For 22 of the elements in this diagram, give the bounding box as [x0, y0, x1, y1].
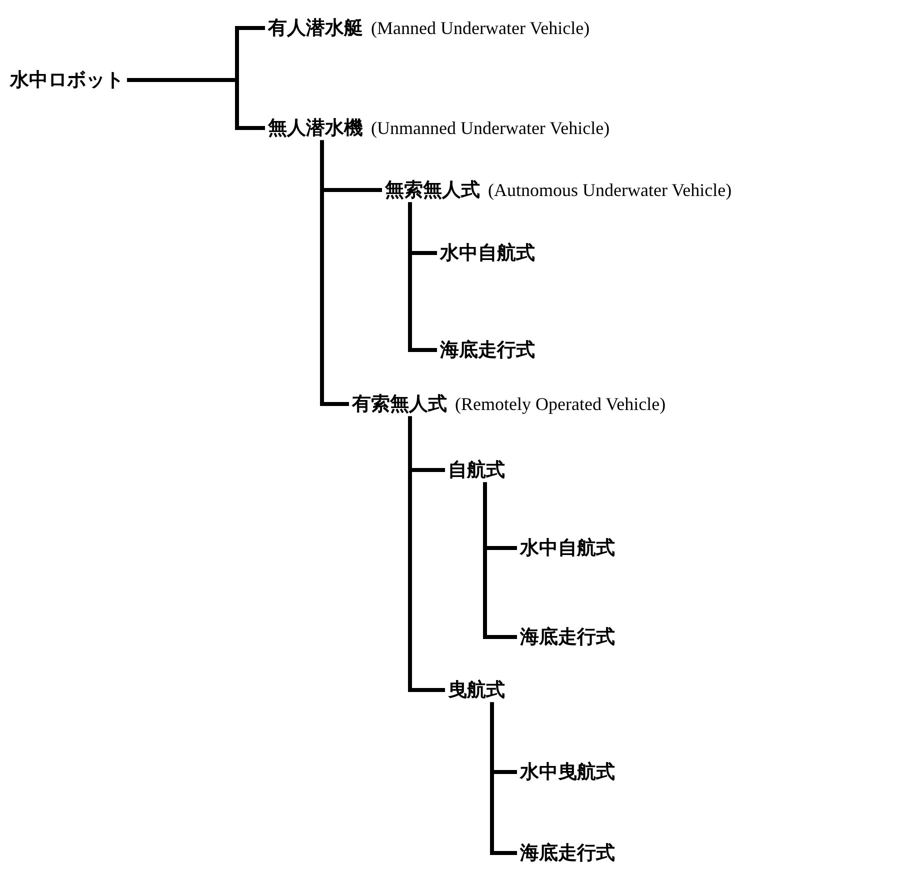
node-label: 水中ロボット	[10, 68, 124, 93]
node-label: 無人潜水機	[268, 116, 363, 141]
node-label: 有人潜水艇	[268, 16, 363, 41]
node-label: 水中自航式	[520, 536, 615, 561]
node-label: 自航式	[448, 458, 505, 483]
node-label: 海底走行式	[520, 840, 615, 866]
node-label: 水中自航式	[440, 240, 535, 266]
english-name: (Manned Underwater Vehicle)	[371, 16, 590, 40]
node-label: 海底走行式	[440, 338, 535, 363]
english-name: (Autnomous Underwater Vehicle)	[488, 178, 732, 202]
connector-line	[483, 482, 517, 639]
node-label: 水中曳航式	[520, 760, 615, 785]
node-label: 海底走行式	[520, 624, 615, 650]
node-label: 有索無人式	[352, 392, 447, 417]
connector-line	[408, 416, 445, 692]
connector-line	[320, 140, 349, 406]
connector-line	[490, 702, 517, 855]
english-name: (Remotely Operated Vehicle)	[455, 392, 666, 416]
english-name: (Unmanned Underwater Vehicle)	[371, 116, 610, 140]
node-label: 無索無人式	[385, 178, 480, 203]
node-label: 曳航式	[448, 678, 505, 703]
connector-line	[408, 202, 437, 352]
